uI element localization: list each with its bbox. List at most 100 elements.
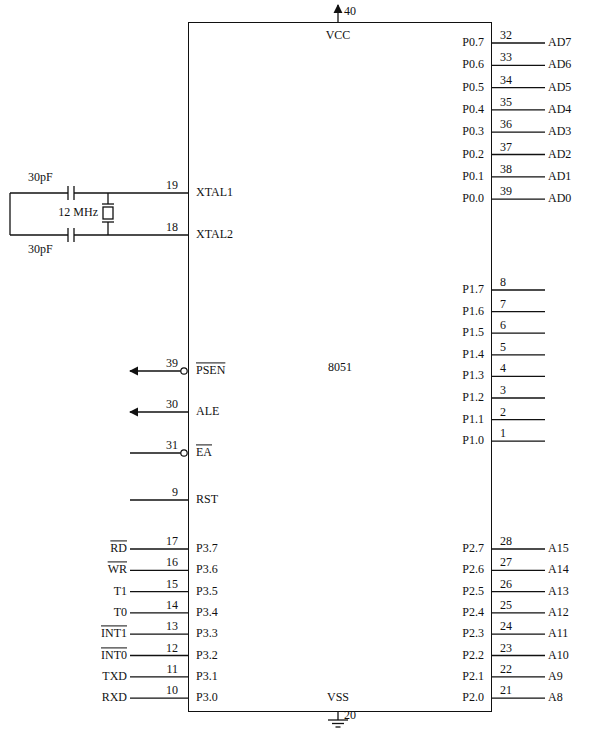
pin-number: 8 <box>500 276 506 289</box>
pin-number: 22 <box>500 663 512 676</box>
signal-name: AD3 <box>548 126 571 139</box>
pin-number: 2 <box>500 405 506 418</box>
ground-symbol <box>332 723 344 724</box>
pin-number: 11 <box>166 663 178 676</box>
signal-name: INT1 <box>101 628 127 641</box>
signal-name: AD4 <box>548 103 571 116</box>
pin-line <box>130 697 188 698</box>
pin-number: 19 <box>166 179 178 192</box>
inversion-bubble <box>181 450 187 456</box>
pin-line <box>492 676 545 677</box>
pin-name: XTAL1 <box>196 186 233 199</box>
signal-name: A14 <box>548 564 569 577</box>
pin-line <box>130 612 188 613</box>
pin-number: 30 <box>166 398 178 411</box>
pin-line <box>492 397 545 398</box>
pin-name: VSS <box>327 691 349 704</box>
pin-name: P0.7 <box>462 36 484 49</box>
signal-name: T1 <box>114 585 127 598</box>
signal-name: AD1 <box>548 170 571 183</box>
pin-number: 9 <box>172 486 178 499</box>
signal-name: WR <box>108 564 127 577</box>
pin-line <box>492 311 545 312</box>
pin-number: 17 <box>166 535 178 548</box>
pin-line <box>74 234 188 235</box>
pin-name: P2.5 <box>462 585 484 598</box>
pin-line <box>492 570 545 571</box>
pin-name: XTAL2 <box>196 228 233 241</box>
pin-name: EA <box>196 446 212 459</box>
pin-line <box>492 376 545 377</box>
pin-line <box>492 132 545 133</box>
wire <box>10 234 68 235</box>
pin-number: 35 <box>500 96 512 109</box>
pin-name: P1.0 <box>462 435 484 448</box>
pin-number: 21 <box>500 684 512 697</box>
pin-number: 3 <box>500 384 506 397</box>
pin-name: P3.1 <box>196 670 218 683</box>
crystal-symbol <box>102 203 114 204</box>
pin-line <box>492 198 545 199</box>
capacitor-symbol <box>67 186 68 200</box>
pin-number: 5 <box>500 341 506 354</box>
pin-line <box>130 655 188 656</box>
wire <box>107 222 108 235</box>
pin-name: VCC <box>326 29 351 42</box>
pin-line <box>130 499 188 500</box>
pin-line <box>492 289 545 290</box>
signal-name: T0 <box>114 606 127 619</box>
pin-line <box>492 655 545 656</box>
pin-line <box>492 697 545 698</box>
pin-number: 6 <box>500 319 506 332</box>
pin-number: 24 <box>500 620 512 633</box>
pin-number: 4 <box>500 362 506 375</box>
crystal-symbol <box>103 207 113 219</box>
pin-name: P0.1 <box>462 170 484 183</box>
signal-name: AD6 <box>548 59 571 72</box>
pin-name: P2.1 <box>462 670 484 683</box>
pin-number: 12 <box>166 641 178 654</box>
pin-line <box>492 176 545 177</box>
pin-name: P1.2 <box>462 391 484 404</box>
pin-name: P0.3 <box>462 126 484 139</box>
signal-name: AD7 <box>548 36 571 49</box>
pin-name: P2.6 <box>462 564 484 577</box>
pin-number: 27 <box>500 556 512 569</box>
pin-number: 36 <box>500 118 512 131</box>
pin-line <box>130 570 188 571</box>
pin-name: P2.4 <box>462 606 484 619</box>
pin-name: P2.0 <box>462 692 484 705</box>
pin-name: P3.2 <box>196 649 218 662</box>
pin-line <box>130 634 188 635</box>
signal-name: AD0 <box>548 193 571 206</box>
pin-line <box>130 370 181 371</box>
pin-line <box>492 419 545 420</box>
pin-line <box>130 411 188 412</box>
pin-number: 13 <box>166 620 178 633</box>
pin-name: P0.2 <box>462 148 484 161</box>
pin-name: P0.6 <box>462 59 484 72</box>
pin-line <box>492 591 545 592</box>
signal-name: A8 <box>548 692 563 705</box>
pin-number: 15 <box>166 577 178 590</box>
pin-line <box>492 87 545 88</box>
pin-name: P3.5 <box>196 585 218 598</box>
pin-name: P1.7 <box>462 283 484 296</box>
pin-line <box>492 548 545 549</box>
pin-name: P0.5 <box>462 81 484 94</box>
signal-name: TXD <box>102 670 127 683</box>
pin-name: P1.4 <box>462 348 484 361</box>
pin-name: P2.7 <box>462 542 484 555</box>
pin-name: P0.0 <box>462 193 484 206</box>
pin-line <box>130 591 188 592</box>
signal-name: A11 <box>548 628 568 641</box>
pin-number: 14 <box>166 599 178 612</box>
pin-number: 23 <box>500 641 512 654</box>
pin-name: P2.2 <box>462 649 484 662</box>
pin-name: P0.4 <box>462 103 484 116</box>
pin-line <box>492 634 545 635</box>
signal-name: AD5 <box>548 81 571 94</box>
inversion-bubble <box>181 368 187 374</box>
pin-line <box>492 354 545 355</box>
ground-line <box>337 712 338 720</box>
